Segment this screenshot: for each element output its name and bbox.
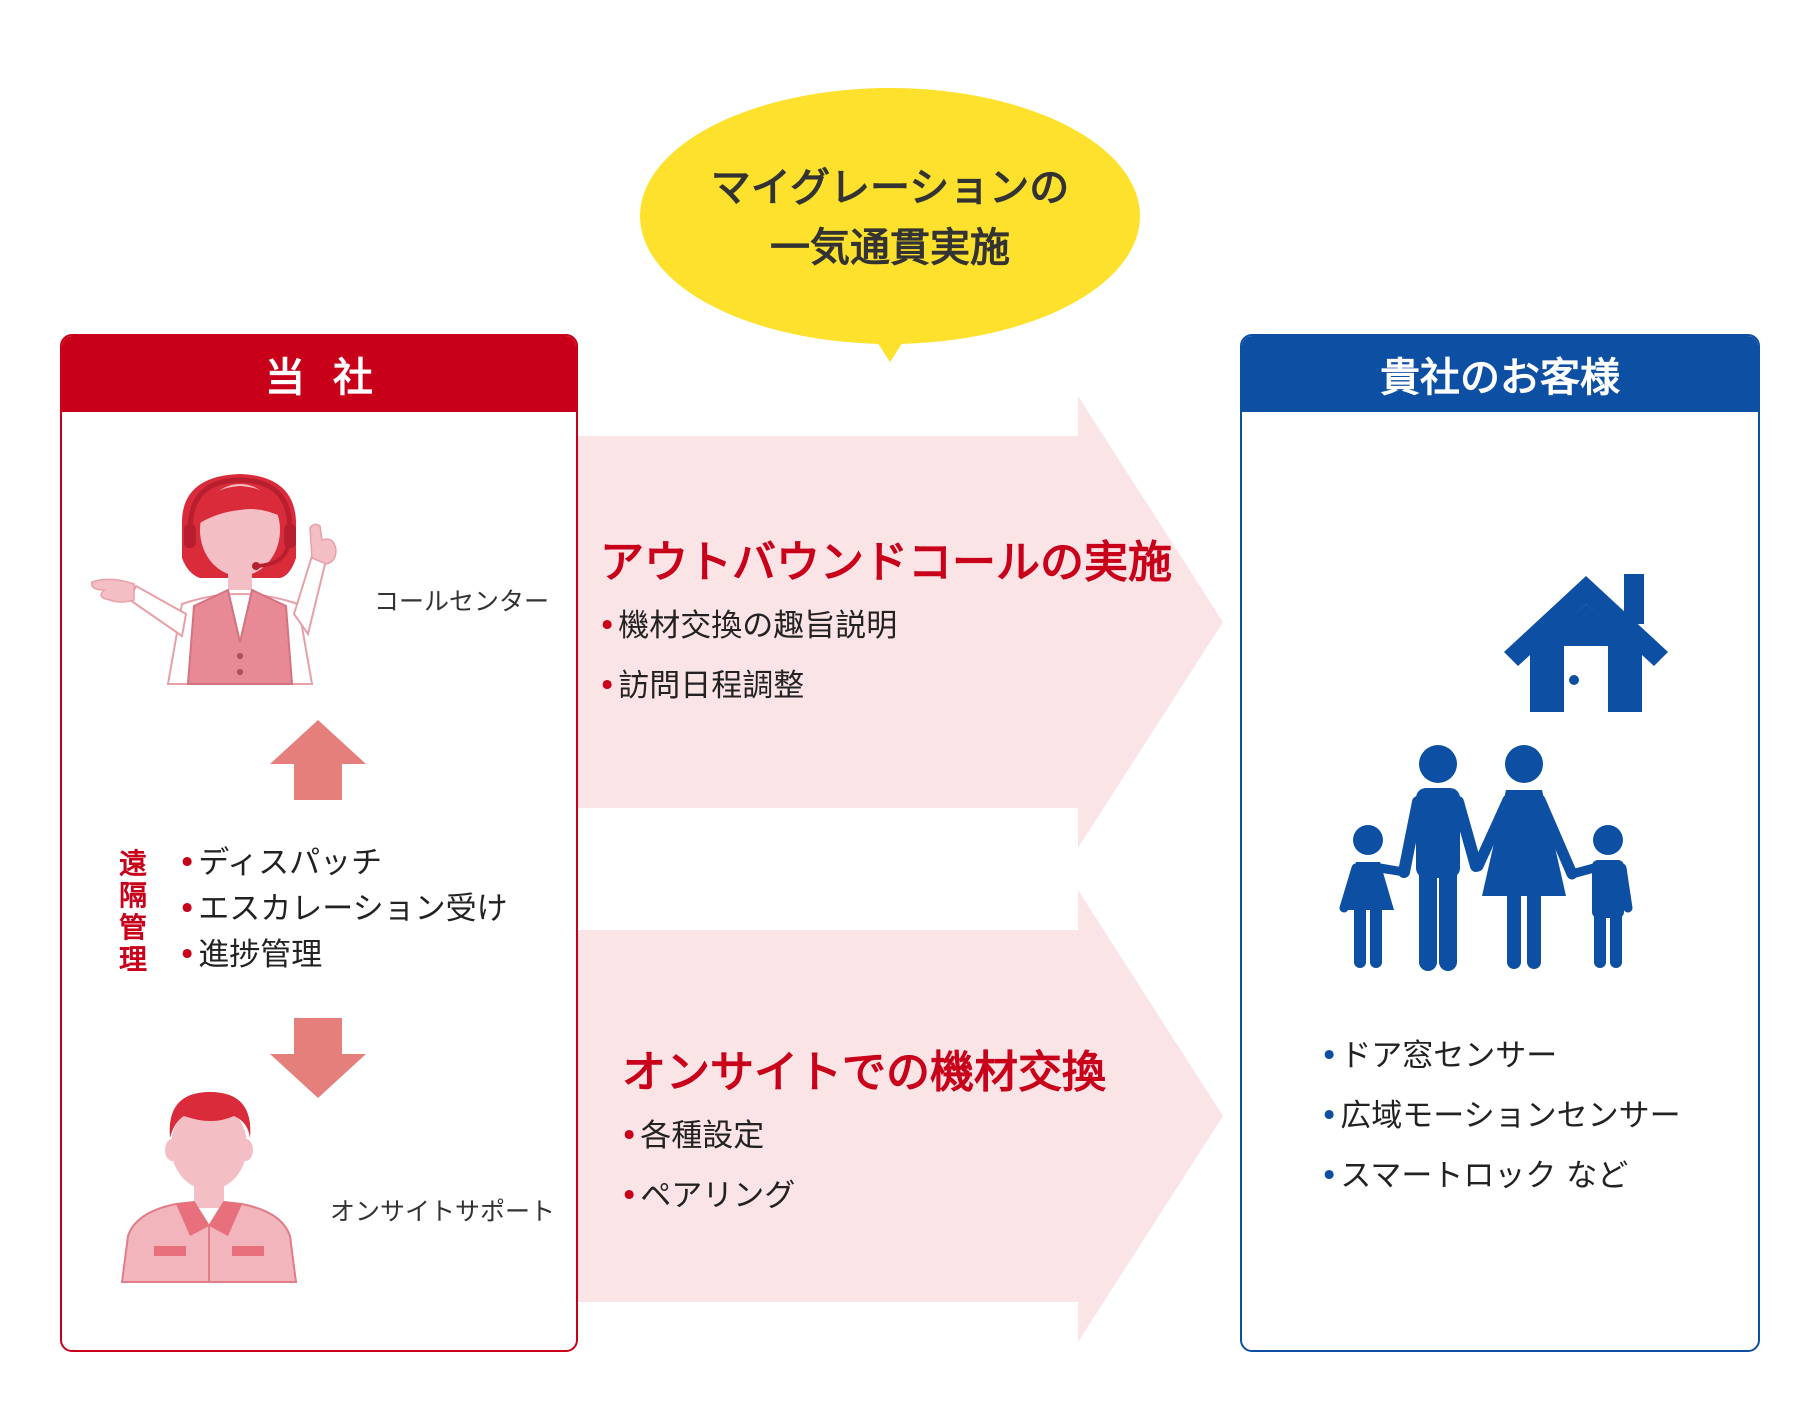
customer-device-list: ドア窓センサー 広域モーションセンサー スマートロック など bbox=[1320, 1026, 1681, 1206]
company-panel-title: 当社 bbox=[62, 336, 576, 412]
outbound-call-title: アウトバウンドコールの実施 bbox=[600, 537, 1172, 588]
remote-management-list: ディスパッチ エスカレーション受け 進捗管理 bbox=[178, 840, 508, 978]
onsite-exchange-title: オンサイトでの機材交換 bbox=[622, 1047, 1106, 1098]
remote-management-label: 遠隔管理 bbox=[118, 847, 147, 976]
speech-bubble bbox=[640, 88, 1140, 362]
flow-arrow-outbound bbox=[578, 396, 1223, 848]
list-item: 進捗管理 bbox=[178, 932, 508, 978]
bubble-line-2: 一気通貫実施 bbox=[770, 225, 1010, 271]
list-item: ディスパッチ bbox=[178, 840, 508, 886]
list-item: エスカレーション受け bbox=[178, 886, 507, 932]
headset-operator-icon bbox=[91, 474, 337, 685]
list-item: 広域モーションセンサー bbox=[1320, 1086, 1680, 1146]
arrow-up-icon bbox=[270, 720, 366, 800]
family-icon bbox=[1339, 745, 1633, 971]
bubble-line-1: マイグレーションの bbox=[710, 165, 1070, 211]
outbound-call-list: 機材交換の趣旨説明 訪問日程調整 bbox=[598, 596, 897, 716]
arrow-down-icon bbox=[270, 1018, 366, 1098]
call-center-label: コールセンター bbox=[374, 587, 550, 616]
list-item: ペアリング bbox=[620, 1166, 795, 1226]
list-item: ドア窓センサー bbox=[1320, 1026, 1681, 1086]
onsite-exchange-list: 各種設定 ペアリング bbox=[620, 1106, 795, 1226]
technician-icon bbox=[120, 1092, 298, 1283]
flow-arrow-onsite bbox=[578, 890, 1223, 1342]
onsite-support-label: オンサイトサポート bbox=[330, 1197, 556, 1226]
list-item: 各種設定 bbox=[620, 1106, 795, 1166]
list-item: 機材交換の趣旨説明 bbox=[598, 596, 897, 656]
house-icon bbox=[1504, 574, 1668, 712]
list-item: 訪問日程調整 bbox=[598, 656, 897, 716]
customer-panel-title: 貴社のお客様 bbox=[1242, 336, 1758, 412]
bubble-text: マイグレーションの 一気通貫実施 bbox=[640, 158, 1140, 278]
list-item: スマートロック など bbox=[1320, 1146, 1681, 1206]
